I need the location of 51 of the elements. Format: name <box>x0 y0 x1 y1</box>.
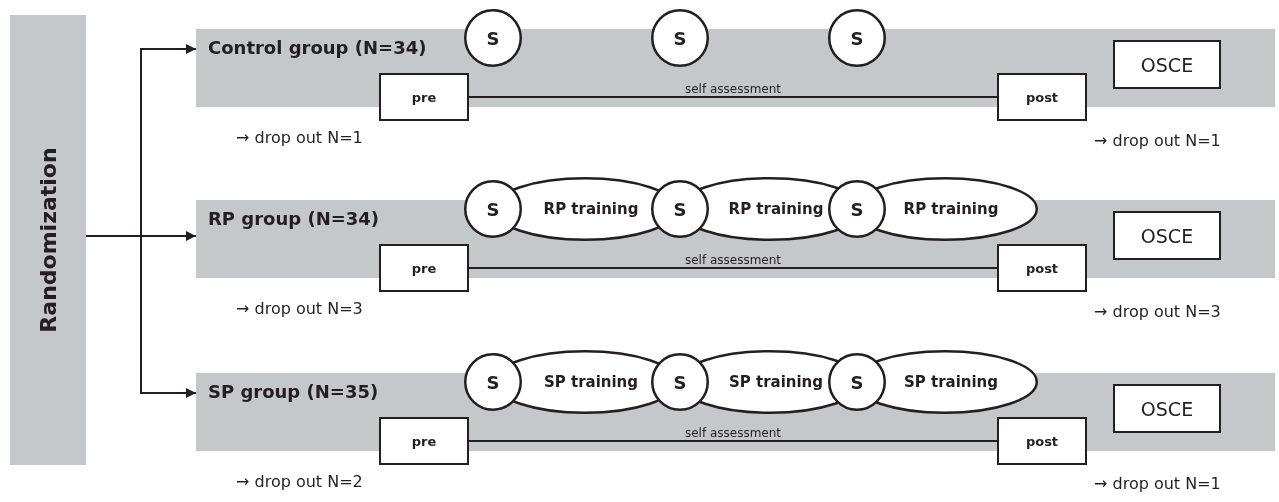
assessment-box <box>997 417 1087 465</box>
exam-label: OSCE <box>1140 53 1194 76</box>
edge-label: self assessment <box>682 82 784 96</box>
assessment-box <box>379 244 469 292</box>
dropout-note: → drop out N=1 <box>1094 131 1221 150</box>
randomization-label: Randomization <box>35 147 61 333</box>
assessment-box <box>997 73 1087 121</box>
training-label: RP training <box>728 200 824 218</box>
training-label: SP training <box>728 373 824 391</box>
assessment-label: post <box>1025 433 1059 449</box>
arrow <box>85 235 197 398</box>
connector-line <box>468 96 998 98</box>
assessment-label: post <box>1025 89 1059 105</box>
training-label: SP training <box>543 373 639 391</box>
session-label: S <box>486 198 500 220</box>
assessment-label: pre <box>411 89 437 105</box>
dropout-note: → drop out N=1 <box>236 128 363 147</box>
exam-box <box>1113 384 1221 433</box>
session-label: S <box>850 198 864 220</box>
group-title: RP group (N=34) <box>208 208 380 229</box>
exam-box <box>1113 40 1221 89</box>
session-label: S <box>486 27 500 49</box>
connector-line <box>468 440 998 442</box>
exam-label: OSCE <box>1140 224 1194 247</box>
connector-line <box>468 267 998 269</box>
training-label: RP training <box>543 200 639 218</box>
assessment-label: pre <box>411 260 437 276</box>
assessment-box <box>379 417 469 465</box>
session-label: S <box>850 27 864 49</box>
training-label: SP training <box>903 373 999 391</box>
randomization-band <box>10 15 86 465</box>
training-label: RP training <box>903 200 999 218</box>
session-label: S <box>673 27 687 49</box>
assessment-box <box>379 73 469 121</box>
dropout-note: → drop out N=1 <box>1094 474 1221 493</box>
session-label: S <box>673 371 687 393</box>
group-title: SP group (N=35) <box>208 381 379 402</box>
edge-label: self assessment <box>682 253 784 267</box>
session-label: S <box>673 198 687 220</box>
dropout-note: → drop out N=3 <box>1094 302 1221 321</box>
dropout-note: → drop out N=3 <box>236 299 363 318</box>
exam-box <box>1113 211 1221 260</box>
dropout-note: → drop out N=2 <box>236 472 363 491</box>
exam-label: OSCE <box>1140 397 1194 420</box>
assessment-box <box>997 244 1087 292</box>
edge-label: self assessment <box>682 426 784 440</box>
session-label: S <box>486 371 500 393</box>
assessment-label: post <box>1025 260 1059 276</box>
session-label: S <box>850 371 864 393</box>
assessment-label: pre <box>411 433 437 449</box>
group-title: Control group (N=34) <box>208 37 427 58</box>
